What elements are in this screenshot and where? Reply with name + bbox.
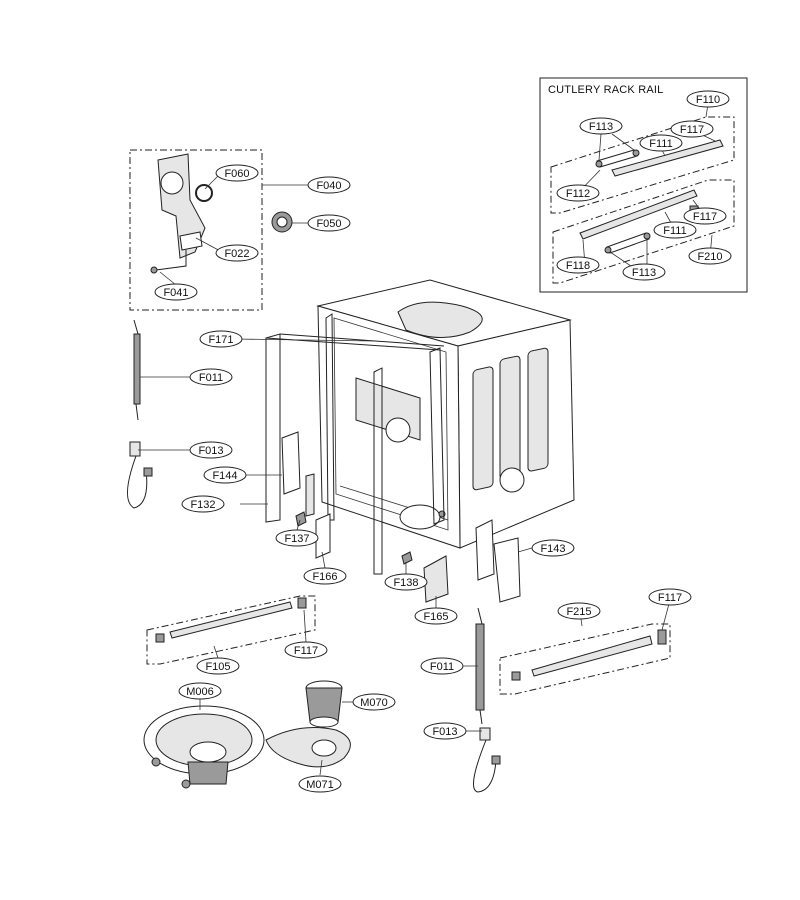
part-label-M070[interactable]: M070 bbox=[352, 693, 396, 711]
inset-title: CUTLERY RACK RAIL bbox=[548, 84, 663, 96]
part-label-F111-upper[interactable]: F111 bbox=[639, 134, 683, 152]
svg-text:F041: F041 bbox=[163, 287, 188, 299]
svg-text:F113: F113 bbox=[632, 267, 656, 279]
part-label-F113-upper[interactable]: F113 bbox=[579, 117, 623, 135]
filter-cup-part bbox=[305, 680, 343, 728]
part-label-F138[interactable]: F138 bbox=[384, 573, 428, 591]
right-door-bracket-part bbox=[401, 519, 521, 603]
svg-text:M006: M006 bbox=[186, 686, 214, 698]
sump-assembly-part bbox=[143, 705, 265, 789]
svg-text:F118: F118 bbox=[566, 260, 590, 272]
part-label-F113-lower[interactable]: F113 bbox=[622, 263, 666, 281]
part-label-F166[interactable]: F166 bbox=[303, 567, 347, 585]
part-label-F011-left[interactable]: F011 bbox=[189, 368, 233, 386]
svg-text:F165: F165 bbox=[423, 611, 448, 623]
part-label-F144[interactable]: F144 bbox=[203, 466, 247, 484]
float-switch-part bbox=[271, 211, 293, 233]
part-label-F137[interactable]: F137 bbox=[275, 529, 319, 547]
svg-text:F117: F117 bbox=[294, 645, 318, 657]
part-label-F050[interactable]: F050 bbox=[307, 214, 351, 232]
part-label-F117-left-rail[interactable]: F117 bbox=[284, 641, 328, 659]
inlet-housing-part bbox=[150, 153, 213, 274]
svg-text:F117: F117 bbox=[658, 592, 682, 604]
part-label-F060[interactable]: F060 bbox=[215, 164, 259, 182]
part-label-F143[interactable]: F143 bbox=[531, 539, 575, 557]
part-label-F013-right[interactable]: F013 bbox=[423, 722, 467, 740]
part-label-F111-lower[interactable]: F111 bbox=[653, 221, 697, 239]
part-label-F105[interactable]: F105 bbox=[196, 657, 240, 675]
svg-text:F060: F060 bbox=[224, 168, 249, 180]
part-label-F041[interactable]: F041 bbox=[154, 283, 198, 301]
svg-text:F138: F138 bbox=[393, 577, 418, 589]
part-label-F117-lower[interactable]: F117 bbox=[683, 207, 727, 225]
dishwasher-tub-part bbox=[265, 279, 575, 575]
svg-text:F117: F117 bbox=[693, 211, 717, 223]
svg-text:F117: F117 bbox=[680, 124, 704, 136]
svg-text:F112: F112 bbox=[566, 188, 590, 200]
right-door-spring-part bbox=[475, 607, 485, 725]
svg-text:F143: F143 bbox=[540, 543, 565, 555]
inlet-assembly-group bbox=[129, 149, 312, 311]
part-label-F210[interactable]: F210 bbox=[688, 247, 732, 265]
svg-text:F050: F050 bbox=[316, 218, 341, 230]
svg-text:F144: F144 bbox=[212, 470, 237, 482]
part-label-F112[interactable]: F112 bbox=[556, 184, 600, 202]
svg-text:M070: M070 bbox=[360, 697, 388, 709]
svg-text:F022: F022 bbox=[224, 248, 249, 260]
svg-text:F111: F111 bbox=[663, 225, 686, 237]
left-door-bracket-part bbox=[281, 431, 331, 559]
left-door-cable-part bbox=[127, 441, 153, 509]
part-label-F022[interactable]: F022 bbox=[215, 244, 259, 262]
svg-text:F011: F011 bbox=[430, 661, 454, 673]
svg-text:F210: F210 bbox=[697, 251, 722, 263]
svg-text:F013: F013 bbox=[432, 726, 457, 738]
svg-text:F113: F113 bbox=[589, 121, 613, 133]
mesh-filter-part bbox=[265, 727, 351, 768]
right-lower-rail-group bbox=[499, 623, 671, 695]
right-door-cable-part bbox=[473, 727, 501, 793]
svg-text:M071: M071 bbox=[306, 779, 334, 791]
svg-text:F171: F171 bbox=[208, 334, 233, 346]
part-label-F110[interactable]: F110 bbox=[686, 90, 730, 108]
part-label-F132[interactable]: F132 bbox=[181, 495, 225, 513]
left-lower-rail-group bbox=[146, 595, 316, 665]
svg-text:F215: F215 bbox=[566, 606, 591, 618]
svg-text:F137: F137 bbox=[284, 533, 309, 545]
part-label-F040[interactable]: F040 bbox=[307, 176, 351, 194]
svg-text:F166: F166 bbox=[312, 571, 337, 583]
part-label-F165[interactable]: F165 bbox=[414, 607, 458, 625]
part-label-F118[interactable]: F118 bbox=[556, 256, 600, 274]
part-label-F171[interactable]: F171 bbox=[199, 330, 243, 348]
upper-rail-part bbox=[595, 139, 724, 177]
part-label-F215[interactable]: F215 bbox=[557, 602, 601, 620]
part-label-M071[interactable]: M071 bbox=[298, 775, 342, 793]
part-label-F013-left[interactable]: F013 bbox=[189, 441, 233, 459]
svg-text:F132: F132 bbox=[190, 499, 215, 511]
part-label-F117-right-rail[interactable]: F117 bbox=[648, 588, 692, 606]
svg-text:F011: F011 bbox=[199, 372, 223, 384]
svg-text:F040: F040 bbox=[316, 180, 341, 192]
svg-text:F105: F105 bbox=[205, 661, 230, 673]
svg-text:F111: F111 bbox=[649, 138, 672, 150]
svg-text:F110: F110 bbox=[696, 94, 720, 106]
part-label-F117-upper[interactable]: F117 bbox=[670, 120, 714, 138]
part-label-M006[interactable]: M006 bbox=[178, 682, 222, 700]
left-door-spring-part bbox=[133, 319, 141, 421]
part-label-F011-right[interactable]: F011 bbox=[420, 657, 464, 675]
svg-text:F013: F013 bbox=[198, 445, 223, 457]
